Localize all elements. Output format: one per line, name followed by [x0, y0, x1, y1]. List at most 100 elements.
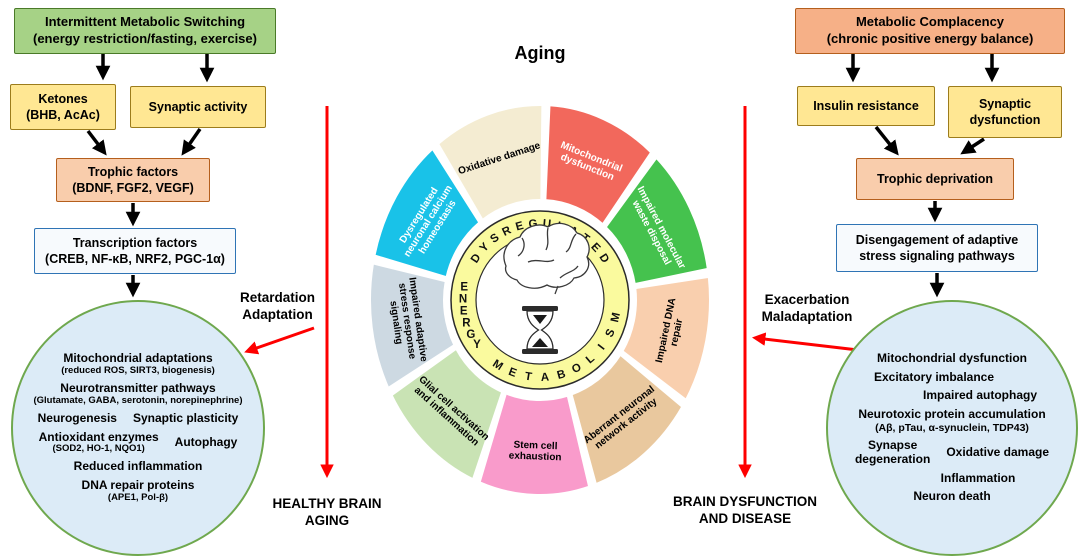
adaptation-item-text: Neurogenesis [37, 410, 117, 425]
hourglass-icon [522, 306, 558, 354]
adaptation-item-text: Autophagy [174, 434, 238, 449]
wheel-segment-8 [373, 147, 481, 279]
ims-header-line2: (energy restriction/fasting, exercise) [33, 31, 257, 46]
adaptation-item-sub: (SOD2, HO-1, NQO1) [52, 443, 145, 455]
ring-letter: N [459, 294, 467, 306]
ring-letter: E [460, 306, 468, 318]
ring-letter: G [466, 329, 475, 341]
ring-letter: Y [473, 339, 481, 351]
adaptation-row-antioxidant: Antioxidant enzymes (SOD2, HO-1, NQO1) A… [38, 429, 238, 456]
adaptation-item-sub: (Glutamate, GABA, serotonin, norepinephr… [33, 394, 243, 406]
dysfunction-item-text: Impaired autophagy [922, 388, 1038, 403]
synaptic-dys-line2: dysfunction [969, 113, 1041, 127]
adaptation-item-text: Mitochondrial adaptations [63, 351, 213, 366]
arrow-retardation [244, 326, 315, 355]
dysfunction-line1: BRAIN DYSFUNCTION [673, 494, 817, 509]
arrow-ketones-to-trophic [86, 129, 107, 156]
dysfunction-circle: Mitochondrial dysfunction Excitatory imb… [826, 300, 1078, 556]
ims-header-box: Intermittent Metabolic Switching (energy… [14, 8, 276, 54]
adaptation-antioxidant: Antioxidant enzymes (SOD2, HO-1, NQO1) [38, 429, 159, 456]
trophic-deprivation-box: Trophic deprivation [856, 158, 1014, 200]
synaptic-dys-line1: Synaptic [978, 96, 1032, 111]
ring-letter: M [609, 312, 623, 324]
ring-letter: G [528, 218, 538, 231]
dysfunction-neurotoxic: Neurotoxic protein accumulation (Aβ, pTa… [858, 407, 1046, 434]
dysfunction-item-text: Oxidative damage [946, 444, 1050, 459]
ring-letter: U [542, 218, 551, 231]
dysfunction-item-text: Inflammation [940, 470, 1016, 485]
dysfunction-item-text: Neuron death [913, 489, 991, 504]
ring-letter: E [507, 366, 519, 380]
metabolic-complacency-box: Metabolic Complacency (chronic positive … [795, 8, 1065, 54]
adaptation-row-neurogenesis: Neurogenesis Synaptic plasticity [37, 410, 239, 426]
dysfunction-item-text: degeneration [854, 451, 931, 466]
retardation-line2: Adaptation [242, 306, 313, 322]
arrow-synapticdys-to-deprivation [960, 137, 985, 155]
trophic-line1: Trophic factors [87, 164, 179, 179]
adaptation-item-sub: (APE1, Pol-β) [107, 491, 169, 503]
ketones-line1: Ketones [38, 91, 88, 106]
mc-header-line2: (chronic positive energy balance) [826, 31, 1034, 46]
wheel-segment-1 [544, 104, 653, 226]
adaptation-item-text: Synaptic plasticity [132, 410, 239, 425]
ketones-line2: (BHB, AcAc) [26, 108, 100, 122]
wheel-segment-3 [621, 275, 711, 402]
healthy-adaptations-circle: Mitochondrial adaptations (reduced ROS, … [11, 300, 265, 556]
dysfunction-item-text: Neurotoxic protein accumulation [858, 407, 1046, 422]
wheel-segment-2 [604, 156, 709, 286]
mc-header-line1: Metabolic Complacency [855, 14, 1005, 30]
adaptation-item-text: Reduced inflammation [73, 459, 203, 474]
retardation-line1: Retardation [239, 290, 315, 305]
synaptic-activity-box: Synaptic activity [130, 86, 266, 128]
dysfunction-line2: AND DISEASE [698, 510, 792, 526]
ring-letter: A [540, 372, 549, 385]
adaptation-mitochondrial: Mitochondrial adaptations (reduced ROS, … [61, 351, 215, 377]
ring-letter: E [460, 282, 468, 294]
ring-letter: E [514, 220, 525, 234]
diagram-title: Aging [514, 43, 566, 63]
insulin-label: Insulin resistance [813, 98, 919, 113]
disengagement-box: Disengagement of adaptive stress signali… [836, 224, 1038, 272]
insulin-resistance-box: Insulin resistance [797, 86, 935, 126]
arrow-insulin-to-deprivation [874, 125, 899, 156]
ring-letter: I [596, 342, 607, 352]
brain-icon [503, 222, 590, 295]
retardation-label: Retardation Adaptation [220, 290, 335, 324]
arrow-exacerbation [751, 332, 859, 352]
healthy-line1: HEALTHY BRAIN [272, 496, 382, 511]
healthy-line2: AGING [304, 512, 350, 528]
adaptation-item-text: Antioxidant enzymes [38, 429, 159, 444]
trophic-factors-box: Trophic factors (BDNF, FGF2, VEGF) [56, 158, 210, 202]
brain-dysfunction-label: BRAIN DYSFUNCTION AND DISEASE [664, 494, 826, 528]
dysfunction-synapse: Synapse degeneration [854, 438, 931, 467]
exacerbation-label: Exacerbation Maladaptation [748, 292, 866, 326]
trophic-line2: (BDNF, FGF2, VEGF) [72, 181, 194, 195]
healthy-brain-aging-label: HEALTHY BRAIN AGING [258, 496, 396, 530]
wheel-segment-6 [390, 347, 504, 481]
wheel-segment-label-5: Stem cellexhaustion [509, 439, 563, 463]
transcription-line2: (CREB, NF-κB, NRF2, PGC-1α) [45, 252, 225, 266]
transcription-factors-box: Transcription factors (CREB, NF-κB, NRF2… [34, 228, 236, 274]
dysfunction-item-text: Mitochondrial dysfunction [877, 350, 1027, 365]
ketones-box: Ketones (BHB, AcAc) [10, 84, 116, 130]
ring-letter: T [524, 371, 533, 384]
exacerbation-line1: Exacerbation [764, 292, 850, 307]
exacerbation-line2: Maladaptation [761, 308, 853, 324]
adaptation-item-sub: (reduced ROS, SIRT3, biogenesis) [61, 365, 215, 377]
dysfunction-item-text: Excitatory imbalance [873, 369, 995, 384]
ring-letter: R [462, 318, 471, 330]
disengagement-line2: stress signaling pathways [859, 249, 1015, 263]
ims-header-line1: Intermittent Metabolic Switching [44, 14, 246, 30]
ring-letter: B [556, 368, 567, 382]
adaptation-item-text: DNA repair proteins [81, 478, 195, 493]
wheel-segment-9 [436, 104, 544, 222]
synaptic-activity-label: Synaptic activity [148, 99, 248, 114]
trophic-deprivation-label: Trophic deprivation [877, 171, 993, 186]
wheel-segment-5 [478, 392, 591, 496]
adaptation-item-text: Neurotransmitter pathways [60, 380, 216, 395]
wheel-segment-7 [369, 262, 456, 390]
wheel-segment-4 [570, 353, 684, 486]
